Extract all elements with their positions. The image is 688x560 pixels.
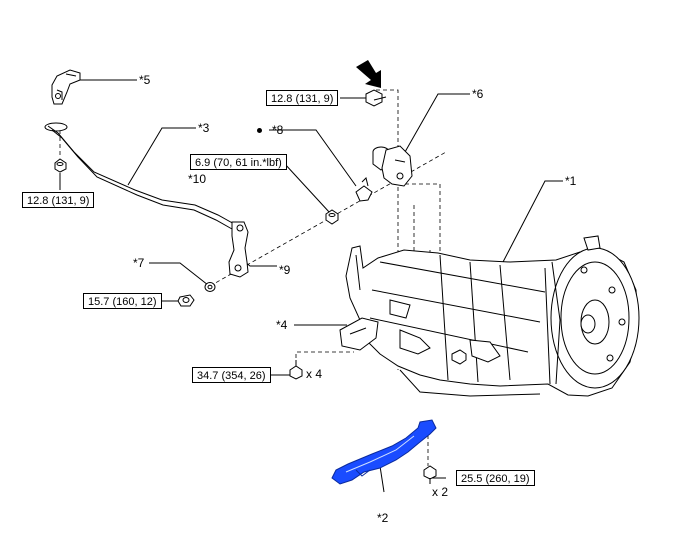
torque-mount-bolt: 34.7 (354, 26) [192,367,271,383]
callout-10: *10 [188,172,207,186]
bullet-marker [257,128,262,133]
manual-valve-lever [228,221,249,278]
torque-shaft-nut: 6.9 (70, 61 in.*lbf) [190,154,287,170]
rod-clip-bracket [51,69,81,105]
rod-nut [54,158,67,173]
automatic-transmission [345,235,640,397]
shaft-nut [325,209,339,225]
callout-7: *7 [133,256,145,270]
rear-engine-mount [339,317,379,351]
shaft-bolt [451,349,467,365]
callout-2: *2 [377,511,389,525]
transmission-bracket [331,419,437,485]
nut-15-7 [177,294,195,307]
callout-8: *8 [272,123,284,137]
torque-bracket-bolt: 25.5 (260, 19) [456,470,535,486]
torque-lever-nut: 15.7 (160, 12) [83,293,162,309]
lever-nut [204,282,216,292]
torque-sensor-bolt: 12.8 (131, 9) [266,90,339,106]
callout-5: *5 [139,73,151,87]
sensor-bolt [365,89,387,107]
qty-bracket-bolts: x 2 [432,485,449,499]
callout-1: *1 [565,174,577,188]
callout-3: *3 [198,121,210,135]
neutral-start-switch [372,145,413,187]
mount-bolt [289,360,303,380]
callout-4: *4 [276,318,288,332]
torque-rod-nut: 12.8 (131, 9) [22,192,95,208]
bracket-bolt [423,465,437,484]
control-rod [44,122,237,230]
leader-lines [59,79,563,493]
callout-6: *6 [472,87,484,101]
lock-plate-washer [355,177,373,202]
qty-mount-bolts: x 4 [306,367,323,381]
front-arrow-icon [356,60,381,88]
callout-9: *9 [279,263,291,277]
